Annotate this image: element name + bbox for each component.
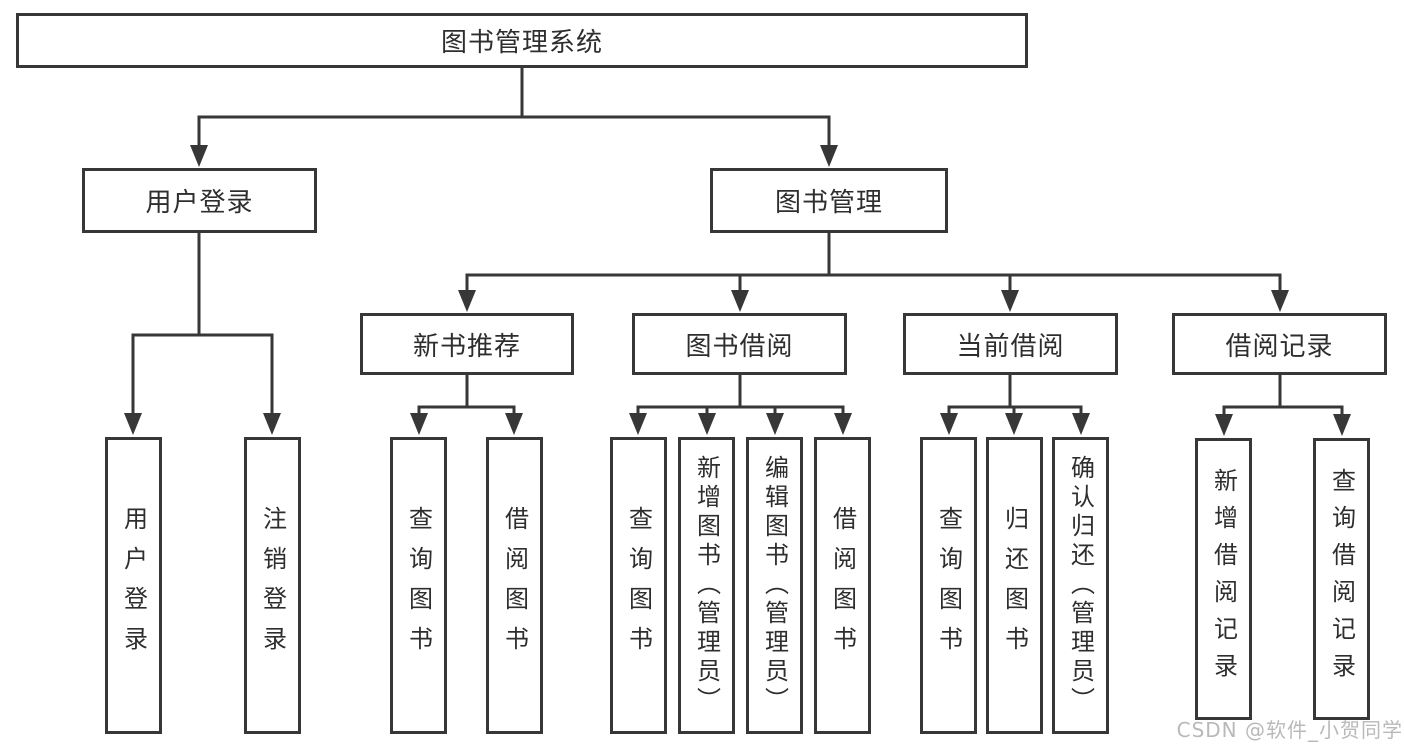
node-label: 查询图书: [404, 505, 433, 666]
node-label: 查询借阅记录: [1327, 468, 1356, 690]
node-library-management-system: 图书管理系统: [16, 13, 1028, 68]
node-label: 用户登录: [119, 505, 148, 666]
node-current-borrowing: 当前借阅: [903, 313, 1118, 375]
node-label: 新增图书（管理员）: [692, 455, 721, 716]
node-user-login: 用户登录: [82, 168, 317, 233]
leaf-query-books-current: 查询图书: [920, 437, 977, 734]
node-book-management: 图书管理: [710, 168, 948, 233]
leaf-user-login: 用户登录: [105, 437, 162, 734]
arrowheads: [124, 145, 1351, 436]
node-label: 图书借阅: [685, 331, 794, 362]
leaf-query-books-borrowing: 查询图书: [610, 437, 667, 734]
leaf-borrow-books-recommend: 借阅图书: [486, 437, 543, 734]
leaf-edit-book-admin: 编辑图书（管理员）: [746, 437, 803, 734]
node-label: 借阅图书: [500, 505, 529, 666]
leaf-add-book-admin: 新增图书（管理员）: [678, 437, 735, 734]
node-label: 图书管理: [774, 188, 883, 218]
node-label: 确认归还（管理员）: [1066, 455, 1095, 716]
leaf-borrow-books: 借阅图书: [814, 437, 871, 734]
leaf-logout: 注销登录: [244, 437, 301, 734]
leaf-confirm-return-admin: 确认归还（管理员）: [1052, 437, 1109, 734]
node-new-book-recommendation: 新书推荐: [360, 313, 574, 375]
leaf-query-borrowing-record: 查询借阅记录: [1313, 438, 1370, 720]
leaf-add-borrowing-record: 新增借阅记录: [1195, 438, 1252, 720]
node-book-borrowing: 图书借阅: [632, 313, 847, 375]
node-label: 用户登录: [145, 188, 254, 218]
leaf-query-books-recommend: 查询图书: [390, 437, 447, 734]
node-label: 图书管理系统: [440, 28, 603, 58]
node-borrowing-records: 借阅记录: [1172, 313, 1387, 375]
node-label: 借阅图书: [828, 505, 857, 666]
node-label: 编辑图书（管理员）: [760, 455, 789, 716]
node-label: 注销登录: [258, 505, 287, 666]
leaf-return-book: 归还图书: [986, 437, 1043, 734]
watermark: CSDN @软件_小贺同学: [1176, 718, 1403, 742]
node-label: 查询图书: [624, 505, 653, 666]
node-label: 新增借阅记录: [1209, 468, 1238, 690]
node-label: 查询图书: [934, 505, 963, 666]
node-label: 新书推荐: [412, 331, 521, 362]
node-label: 归还图书: [1000, 505, 1029, 666]
node-label: 当前借阅: [956, 331, 1065, 362]
node-label: 借阅记录: [1225, 331, 1334, 362]
